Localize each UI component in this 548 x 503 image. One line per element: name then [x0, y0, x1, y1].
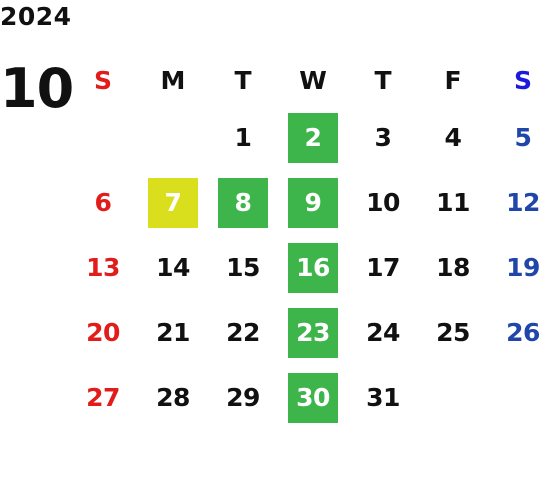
day-cell[interactable]: 13: [68, 235, 138, 300]
day-number[interactable]: 4: [444, 123, 462, 152]
day-number[interactable]: 23: [288, 307, 338, 358]
weekday-header-thu: T: [374, 65, 392, 95]
day-number: [78, 113, 128, 163]
day-cell[interactable]: 29: [208, 365, 278, 430]
day-cell[interactable]: 1: [208, 105, 278, 170]
day-number[interactable]: 3: [374, 123, 392, 152]
day-number[interactable]: 7: [148, 177, 198, 228]
day-cell[interactable]: 25: [418, 300, 488, 365]
day-number[interactable]: 29: [226, 383, 260, 412]
day-number[interactable]: 19: [506, 253, 540, 282]
day-cell[interactable]: 27: [68, 365, 138, 430]
day-cell[interactable]: 20: [68, 300, 138, 365]
weekday-header-mon: M: [160, 65, 186, 95]
weekday-header-sat: S: [513, 65, 532, 95]
day-cell[interactable]: 30: [278, 365, 348, 430]
day-number[interactable]: 6: [94, 188, 112, 217]
day-number[interactable]: 28: [156, 383, 190, 412]
weekday-header-wed: W: [299, 65, 327, 95]
day-number[interactable]: 31: [366, 383, 400, 412]
day-cell[interactable]: 28: [138, 365, 208, 430]
calendar-grid: S M T W T F S 1 2 3 4 5 6 7 8 9 10 11 12…: [68, 55, 548, 430]
day-cell[interactable]: 23: [278, 300, 348, 365]
day-number[interactable]: 12: [506, 188, 540, 217]
day-cell[interactable]: 3: [348, 105, 418, 170]
day-number[interactable]: 30: [288, 372, 338, 423]
day-cell[interactable]: 21: [138, 300, 208, 365]
month-number: 10: [0, 57, 74, 120]
day-cell: [418, 365, 488, 430]
day-cell[interactable]: 6: [68, 170, 138, 235]
day-number: [428, 373, 478, 423]
day-cell[interactable]: 5: [488, 105, 548, 170]
day-cell[interactable]: 31: [348, 365, 418, 430]
day-number[interactable]: 18: [436, 253, 470, 282]
day-number: [148, 113, 198, 163]
day-number[interactable]: 10: [366, 188, 400, 217]
day-cell[interactable]: 10: [348, 170, 418, 235]
day-number[interactable]: 8: [218, 177, 268, 228]
day-cell[interactable]: 15: [208, 235, 278, 300]
weekday-header-tue: T: [234, 65, 252, 95]
day-cell[interactable]: 8: [208, 170, 278, 235]
day-cell[interactable]: 7: [138, 170, 208, 235]
day-cell[interactable]: 11: [418, 170, 488, 235]
day-cell[interactable]: 2: [278, 105, 348, 170]
day-cell[interactable]: 12: [488, 170, 548, 235]
day-cell[interactable]: 18: [418, 235, 488, 300]
day-cell[interactable]: 9: [278, 170, 348, 235]
day-number[interactable]: 5: [514, 123, 532, 152]
year-label: 2024: [0, 2, 72, 31]
day-number[interactable]: 26: [506, 318, 540, 347]
day-number: [498, 373, 548, 423]
day-cell: [138, 105, 208, 170]
day-number[interactable]: 9: [288, 177, 338, 228]
day-number[interactable]: 13: [86, 253, 120, 282]
weekday-header-sun: S: [93, 65, 112, 95]
day-number[interactable]: 11: [436, 188, 470, 217]
day-number[interactable]: 22: [226, 318, 260, 347]
day-number[interactable]: 17: [366, 253, 400, 282]
day-cell[interactable]: 26: [488, 300, 548, 365]
day-cell[interactable]: 22: [208, 300, 278, 365]
day-number[interactable]: 21: [156, 318, 190, 347]
day-number[interactable]: 15: [226, 253, 260, 282]
day-number[interactable]: 1: [234, 123, 252, 152]
day-number[interactable]: 14: [156, 253, 190, 282]
day-cell[interactable]: 19: [488, 235, 548, 300]
day-number[interactable]: 27: [86, 383, 120, 412]
day-cell[interactable]: 14: [138, 235, 208, 300]
weekday-header-fri: F: [444, 65, 462, 95]
day-cell: [68, 105, 138, 170]
day-cell[interactable]: 17: [348, 235, 418, 300]
day-cell[interactable]: 16: [278, 235, 348, 300]
day-number[interactable]: 24: [366, 318, 400, 347]
day-number[interactable]: 2: [288, 112, 338, 163]
day-number[interactable]: 20: [86, 318, 120, 347]
day-cell: [488, 365, 548, 430]
day-number[interactable]: 16: [288, 242, 338, 293]
day-cell[interactable]: 24: [348, 300, 418, 365]
day-cell[interactable]: 4: [418, 105, 488, 170]
day-number[interactable]: 25: [436, 318, 470, 347]
